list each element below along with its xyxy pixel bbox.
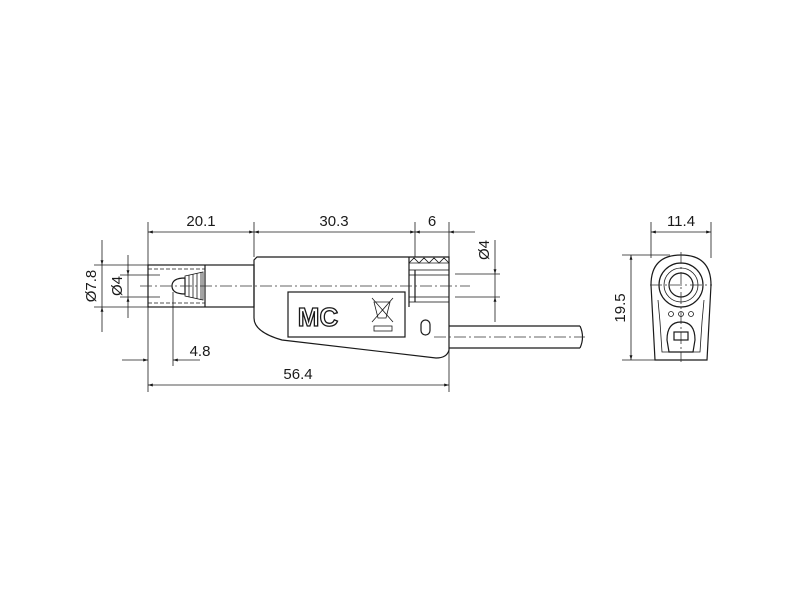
mc-logo: MC (298, 302, 339, 332)
slot (420, 319, 431, 336)
front-view: 11.4 19.5 (612, 213, 712, 362)
plug-body: MC (253, 256, 450, 359)
dim-outer-diameter: Ø7.8 (83, 270, 100, 303)
dim-width: 11.4 (667, 213, 695, 230)
crossed-out-bin-icon (371, 297, 394, 332)
dim-socket-diameter: Ø4 (476, 240, 493, 260)
dim-height: 19.5 (612, 293, 629, 322)
dim-body-length: 30.3 (319, 213, 348, 230)
dim-total-length: 56.4 (283, 366, 312, 383)
extension-lines (94, 222, 500, 392)
dim-front-length: 20.1 (186, 213, 215, 230)
dim-nut-length: 6 (428, 213, 436, 230)
dimension-lines (100, 230, 497, 387)
dim-tip-offset: 4.8 (190, 343, 211, 360)
side-view: 20.1 30.3 6 Ø7.8 Ø4 Ø4 4.8 56.4 MC (83, 213, 585, 392)
dim-inner-diameter: Ø4 (109, 276, 126, 296)
